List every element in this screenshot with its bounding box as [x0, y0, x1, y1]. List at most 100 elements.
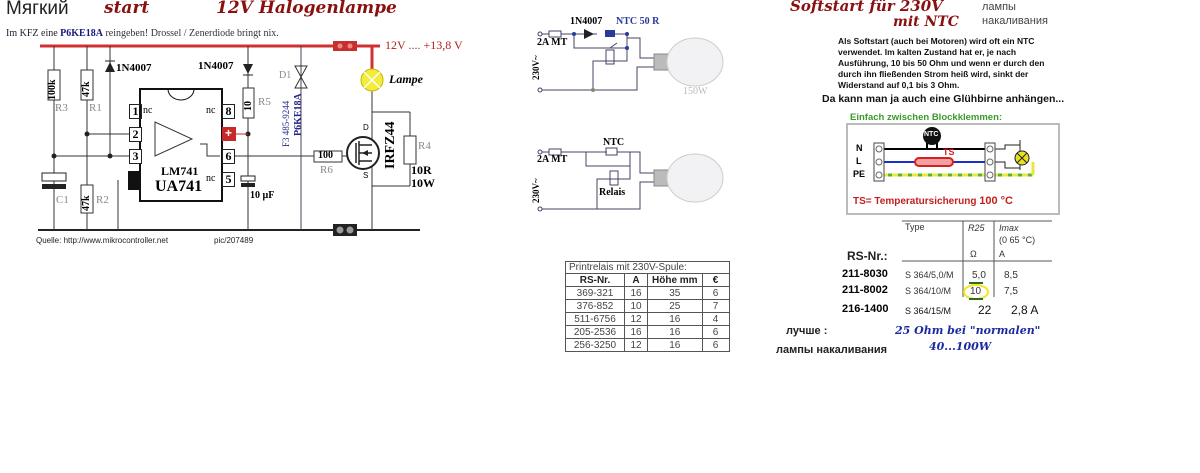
ts-temp: 100 °C: [979, 195, 1014, 207]
ntc-title-ru2: накаливания: [982, 15, 1048, 27]
ic-pin-8: 8: [222, 104, 235, 119]
ntc-title1: Softstart für 230V: [790, 0, 943, 15]
fuse-2: [548, 148, 562, 156]
better-value: 25 Ohm bei "normalen": [895, 324, 1041, 337]
ntc-row-i: 7,5: [1004, 286, 1018, 297]
positive-terminal: [333, 41, 357, 51]
cell: 12: [624, 338, 648, 352]
title-ru: Мягкий: [6, 0, 69, 19]
resistor-r3: [47, 69, 61, 101]
terminal-block-right: [984, 142, 996, 182]
better-label: лучше :: [786, 325, 828, 337]
resistor-r2: [80, 184, 94, 214]
cell: 256-3250: [565, 338, 625, 352]
capacitor-c1: [41, 172, 67, 182]
pin5-nc: nc: [206, 173, 216, 184]
r2-name: R2: [96, 194, 109, 206]
ntc-row-r: 10: [970, 286, 982, 297]
relay1-ntc: NTC 50 R: [616, 16, 660, 27]
ic-name-ua741: UA741: [155, 178, 203, 195]
ntc-header-r: R25: [968, 223, 985, 233]
source-link-tail[interactable]: pic/207489: [214, 236, 254, 245]
line-pe: PE: [853, 169, 866, 179]
supply-label: 12V .... +13,8 V: [385, 38, 463, 52]
ntc-thermistor: [923, 127, 941, 145]
relay-table: Printrelais mit 230V-Spule: RS-Nr. A Höh…: [565, 261, 730, 352]
desc-line: Als Softstart (auch bei Motoren) wird of…: [838, 36, 1035, 46]
mosfet-s: S: [363, 171, 369, 180]
desc-line: verwendet. Im kalten Zustand hat er, je …: [838, 47, 1017, 57]
ts-note: TS= Temperatursicherung 100 °C: [853, 195, 1013, 207]
d1-name: D1: [279, 70, 292, 81]
title-main: 12V Halogenlampe: [216, 0, 397, 18]
r6-value: 100: [318, 150, 333, 161]
ntc-header-i-unit: A: [999, 249, 1006, 259]
ntc-row-type: S 364/15/M: [905, 306, 952, 316]
thermal-fuse: [914, 157, 954, 167]
lamps-label: лампы накаливания: [776, 344, 888, 356]
relay2-fuse: 2A MT: [537, 154, 568, 165]
ic-pin-5: 5: [222, 172, 235, 187]
desc-line: Widerstand auf 0,1 bis 3 Ohm.: [838, 80, 960, 90]
ic-pin-1: 1: [129, 104, 142, 119]
ic-pin7-plus: [222, 127, 236, 141]
relay1-diode: 1N4007: [570, 16, 603, 27]
r3-name: R3: [55, 102, 68, 114]
diode-1n4007-relay: [584, 29, 594, 39]
ntc-header-type: Type: [905, 222, 925, 232]
ntc-label: NTC: [924, 131, 939, 138]
lamps-value: 40...100W: [929, 340, 992, 353]
ts-note-text: TS= Temperatursicherung: [853, 196, 977, 207]
resistor-r4: [403, 135, 417, 165]
ntc-row-type: S 364/10/M: [905, 286, 952, 296]
cell: 6: [701, 338, 730, 352]
relay1-lamp: 150W: [683, 86, 708, 97]
capacitor-10uf: [240, 175, 256, 182]
relay-coil-2: [609, 170, 619, 186]
ntc-row-r: 22: [978, 303, 992, 317]
terminal-block-left: [873, 142, 885, 182]
title-start: start: [104, 0, 150, 18]
subtitle: Im KFZ eine P6KE18A reingeben! Drossel /…: [6, 28, 279, 39]
r6-name: R6: [320, 164, 333, 176]
terminal-block-diagram: [846, 123, 1060, 215]
ntc-description: Als Softstart (auch bei Motoren) wird of…: [838, 36, 1044, 91]
ntc-row-type: S 364/5,0/M: [905, 270, 954, 280]
diode-d1-tvs: [294, 65, 308, 89]
ic-name-lm741: LM741: [161, 164, 199, 178]
relay2-ntc: NTC: [603, 137, 625, 148]
ntc-title2: mit NTC: [893, 14, 959, 30]
desc-line: durch ihn fließenden Strom heiß wird, si…: [838, 69, 1029, 79]
desc-line: Ausführung, 10 bis 50 Ohm und wenn er du…: [838, 58, 1045, 68]
relay-table-header: RS-Nr. A Höhe mm €: [565, 273, 730, 287]
relay2-label: Relais: [599, 187, 626, 198]
r5-name: R5: [258, 96, 271, 108]
ic-pin-3: 3: [129, 149, 142, 164]
ntc-row-rs: 216-1400: [842, 303, 889, 315]
r4-value2: 10W: [411, 176, 435, 190]
line-n: N: [856, 143, 863, 153]
relay1-fuse: 2A MT: [537, 37, 568, 48]
ts-label: TS: [943, 147, 955, 157]
ic-lm741: [139, 88, 223, 202]
ntc-title-ru1: лампы: [982, 1, 1016, 13]
c1-name: C1: [56, 194, 69, 206]
ntc-header-r-unit: Ω: [970, 249, 977, 259]
r4-name: R4: [418, 140, 431, 152]
ntc-row-r: 5,0: [972, 270, 986, 281]
relay-coil-1: [605, 49, 615, 65]
ic-pin-6: 6: [222, 149, 235, 164]
ntc-1: [605, 30, 615, 37]
resistor-r1: [80, 69, 94, 101]
ntc-note: Da kann man ja auch eine Glühbirne anhän…: [822, 93, 1065, 105]
lamp-label: Lampe: [389, 72, 423, 86]
ic-pin-2: 2: [129, 127, 142, 142]
source-link[interactable]: Quelle: http://www.mikrocontroller.net: [36, 236, 169, 245]
resistor-r6: [313, 150, 343, 163]
subtitle-part: P6KE18A: [60, 28, 103, 39]
